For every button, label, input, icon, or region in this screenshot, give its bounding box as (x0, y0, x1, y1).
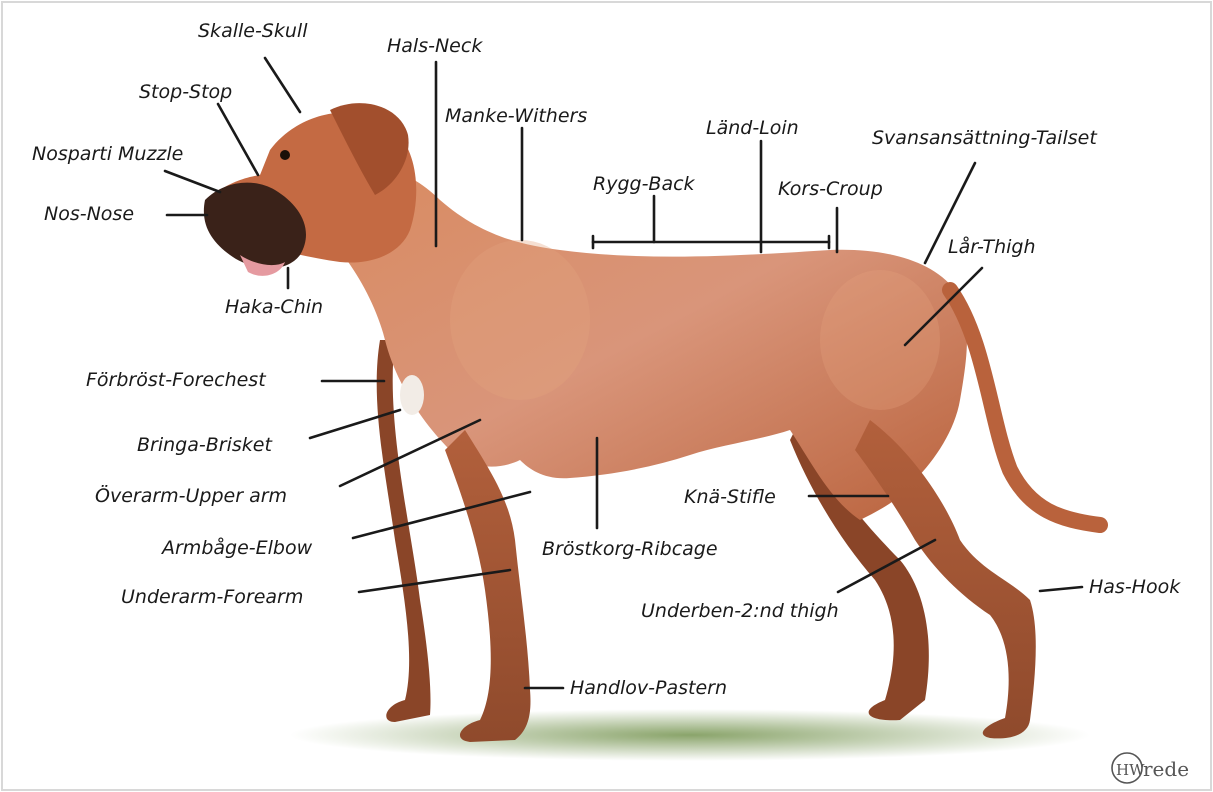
label-loin: Länd-Loin (706, 117, 799, 139)
label-neck: Hals-Neck (387, 35, 483, 57)
label-hook: Has-Hook (1089, 576, 1181, 598)
label-stifle: Knä-Stifle (684, 486, 776, 508)
label-pastern: Handlov-Pastern (570, 677, 727, 699)
label-muzzle: Nosparti Muzzle (32, 143, 183, 165)
label-tailset: Svansansättning-Tailset (872, 127, 1098, 149)
label-chin: Haka-Chin (225, 296, 323, 318)
label-second-thigh: Underben-2:nd thigh (641, 600, 839, 622)
label-brisket: Bringa-Brisket (137, 434, 273, 456)
label-forearm: Underarm-Forearm (121, 586, 303, 608)
label-upper-arm: Överarm-Upper arm (95, 484, 287, 507)
label-skull: Skalle-Skull (198, 20, 308, 42)
svg-text:HW: HW (1116, 761, 1145, 779)
label-back: Rygg-Back (593, 173, 696, 195)
watermark-text: rede (1143, 757, 1189, 781)
label-forechest: Förbröst-Forechest (86, 369, 267, 391)
label-thigh: Lår-Thigh (948, 235, 1036, 258)
label-stop: Stop-Stop (139, 81, 232, 103)
label-nose: Nos-Nose (44, 203, 134, 225)
label-ribcage: Bröstkorg-Ribcage (542, 538, 718, 560)
label-croup: Kors-Croup (778, 178, 883, 200)
label-withers: Manke-Withers (445, 105, 587, 127)
label-elbow: Armbåge-Elbow (160, 536, 313, 559)
